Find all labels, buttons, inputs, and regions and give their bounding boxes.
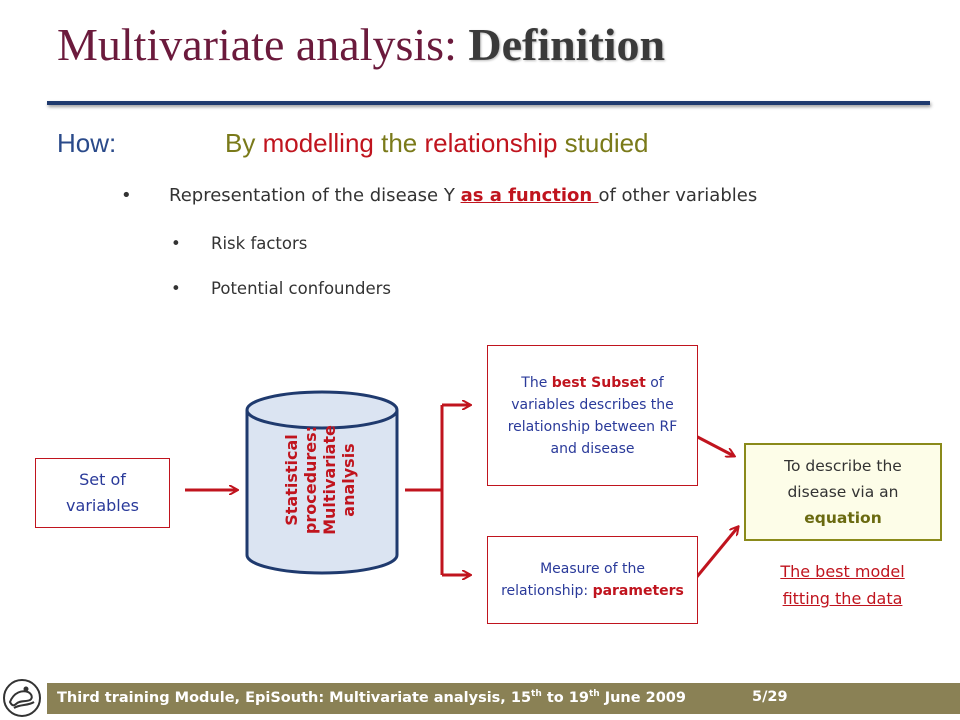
bullet-confounders: •Potential confounders (171, 279, 391, 298)
how-label: How: (57, 128, 117, 158)
measure-box: Measure of the relationship: parameters (487, 536, 698, 624)
best-model-caption: The best model fitting the data (780, 562, 905, 608)
title-subtitle: Definition (468, 19, 666, 70)
cylinder-shape (245, 390, 399, 575)
footer-bar (47, 683, 960, 714)
best-subset-box: The best Subset of variables describes t… (487, 345, 698, 486)
page-title: Multivariate analysis: Definition (57, 19, 666, 70)
bullet-representation: •Representation of the disease Y as a fu… (121, 185, 758, 206)
bullet-risk-factors: •Risk factors (171, 234, 308, 253)
page-number: 5/29 (752, 689, 788, 705)
how-statement: By modelling the relationship studied (225, 128, 649, 158)
footer-text: Third training Module, EpiSouth: Multiva… (57, 689, 686, 706)
procedures-cylinder: Statistical procedures: Multivariate ana… (240, 405, 400, 555)
procedures-label: Statistical procedures: Multivariate ana… (281, 425, 358, 535)
title-divider (47, 101, 930, 105)
episouth-logo-icon (3, 679, 41, 717)
